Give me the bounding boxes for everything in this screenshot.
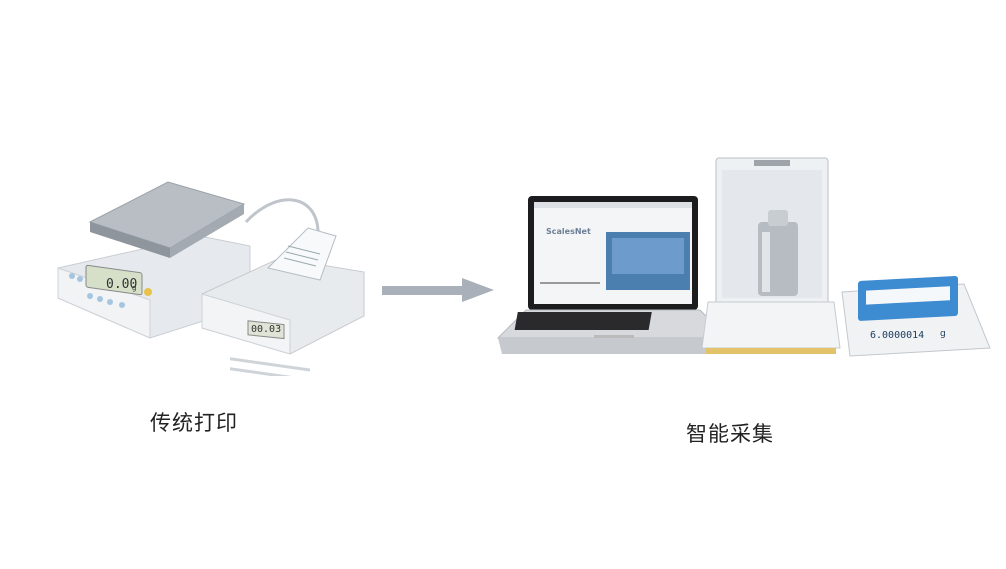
printer-readout: 00.03 bbox=[251, 324, 281, 335]
smart-acquisition-caption: 智能采集 bbox=[686, 422, 774, 446]
tablet-readout: 6.0000014 bbox=[870, 330, 924, 341]
smart-acquisition-illustration: ScalesNet 6.0000014 g bbox=[496, 157, 991, 357]
balance-readout: 0.00 bbox=[106, 277, 137, 292]
right-arrow-icon bbox=[382, 278, 494, 302]
balance-unit: g bbox=[132, 284, 136, 292]
tablet-unit: g bbox=[940, 329, 946, 339]
software-name: ScalesNet bbox=[546, 227, 591, 236]
traditional-printing-caption: 传统打印 bbox=[150, 411, 238, 435]
traditional-scale-printer-illustration: 0.00 g 00.03 bbox=[57, 181, 365, 376]
